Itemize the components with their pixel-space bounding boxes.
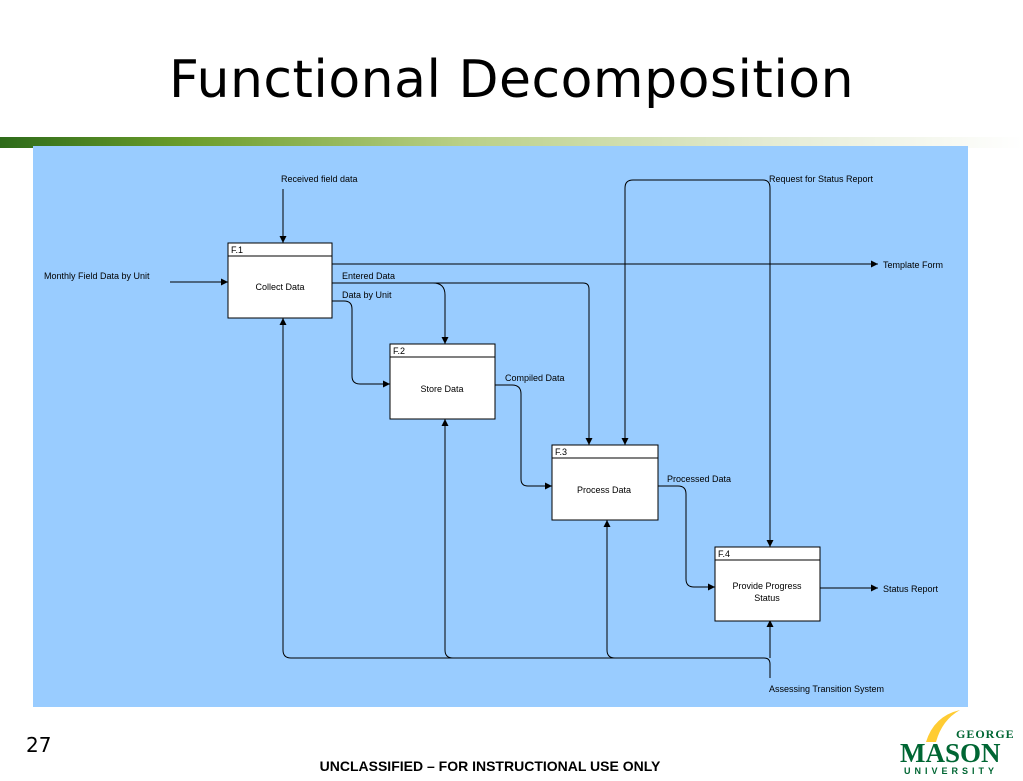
flow-label-status-report: Status Report xyxy=(883,584,939,594)
slide-title: Functional Decomposition xyxy=(168,50,855,110)
flow-label-assessing-transition: Assessing Transition System xyxy=(769,684,884,694)
logo-university-text: UNIVERSITY xyxy=(904,766,998,776)
box-label-status: Status xyxy=(754,593,780,603)
flow-line-request-status-report-to-f4 xyxy=(762,179,774,547)
logo-mason-text: MASON xyxy=(900,738,1001,768)
george-mason-university-logo: GEORGE MASON UNIVERSITY xyxy=(896,706,1018,776)
flow-line-feedback-f2 xyxy=(441,419,454,659)
process-box-f4: F.4 Provide Progress Status xyxy=(714,546,821,622)
flow-label-template-form: Template Form xyxy=(883,260,943,270)
box-id-f2: F.2 xyxy=(393,346,405,356)
flow-line-entered-data-to-store xyxy=(432,282,449,344)
logo-george-text: GEORGE xyxy=(956,727,1015,741)
box-id-f3: F.3 xyxy=(555,447,567,457)
box-id-f4: F.4 xyxy=(718,549,730,559)
classification-footer: UNCLASSIFIED – FOR INSTRUCTIONAL USE ONL… xyxy=(319,758,661,774)
process-box-f1: F.1 Collect Data xyxy=(227,242,333,319)
flow-line-processed-data xyxy=(658,485,715,591)
flow-label-compiled-data: Compiled Data xyxy=(505,373,565,383)
box-label-collect-data: Collect Data xyxy=(255,282,304,292)
title-divider-bar xyxy=(0,137,1023,148)
flow-line-feedback-f3 xyxy=(603,520,616,659)
box-id-f1: F.1 xyxy=(231,245,243,255)
page-number: 27 xyxy=(26,733,52,757)
flow-label-request-status-report: Request for Status Report xyxy=(769,174,874,184)
flow-label-data-by-unit: Data by Unit xyxy=(342,290,392,300)
flow-label-entered-data: Entered Data xyxy=(342,271,395,281)
flow-label-processed-data: Processed Data xyxy=(667,474,731,484)
flow-line-entered-data xyxy=(332,282,593,445)
process-box-f3: F.3 Process Data xyxy=(551,444,659,521)
functional-decomposition-diagram: F.1 Collect Data F.2 Store Data F.3 Proc… xyxy=(33,146,968,707)
logo-swoosh-icon xyxy=(926,710,960,742)
flow-label-monthly-field-data: Monthly Field Data by Unit xyxy=(44,271,150,281)
flow-line-assessing-transition xyxy=(279,318,771,678)
box-label-process-data: Process Data xyxy=(577,485,631,495)
flow-line-compiled-data xyxy=(495,384,552,490)
flow-label-received-field-data: Received field data xyxy=(281,174,358,184)
box-label-store-data: Store Data xyxy=(420,384,463,394)
flow-line-request-status-report xyxy=(621,179,763,445)
flow-line-data-by-unit xyxy=(332,300,390,388)
process-box-f2: F.2 Store Data xyxy=(389,343,496,420)
box-label-provide-progress: Provide Progress xyxy=(732,581,802,591)
